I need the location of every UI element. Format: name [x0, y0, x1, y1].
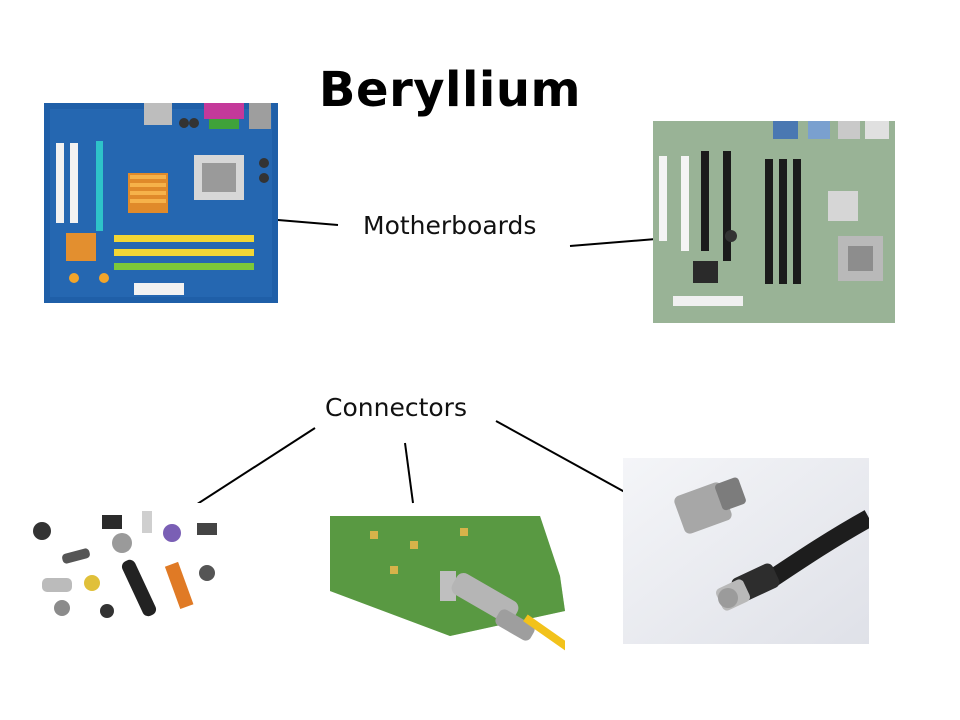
motherboards-label: Motherboards	[363, 211, 537, 240]
bnc-connector-image	[623, 458, 869, 644]
line-connectors-middle	[404, 442, 414, 504]
line-motherboards-right	[569, 238, 657, 247]
motherboard-blue-image	[44, 103, 278, 303]
line-connectors-right	[495, 420, 633, 497]
motherboard-green-image	[653, 121, 895, 323]
line-connectors-left	[187, 427, 316, 511]
pcb-connector-image	[330, 516, 565, 671]
connectors-label: Connectors	[325, 393, 467, 422]
slide-title: Beryllium	[318, 62, 582, 118]
connectors-assortment-image	[22, 503, 230, 629]
